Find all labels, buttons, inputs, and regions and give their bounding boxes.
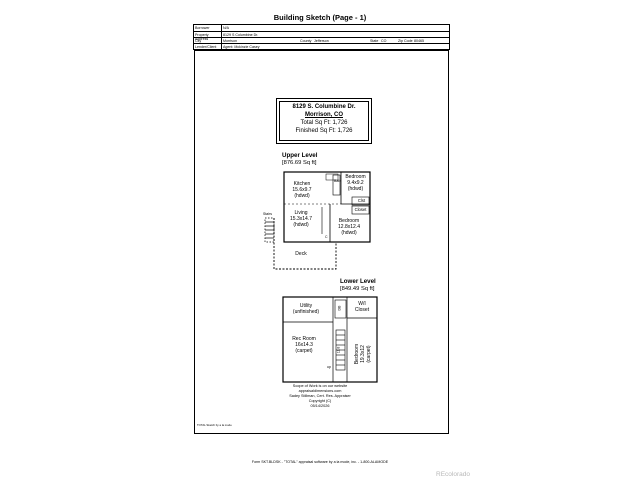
city-value: Morrison xyxy=(223,39,237,43)
county-value: Jefferson xyxy=(314,39,329,43)
lender-label: Lender/Client xyxy=(195,45,217,49)
zip-value: 80465 xyxy=(414,39,424,43)
recolorado-credit: REcolorado xyxy=(436,471,470,478)
address-label: Property Address xyxy=(195,33,209,41)
state-value: CO xyxy=(381,39,387,43)
scope-note: Scope of Work is on our website appraisa… xyxy=(289,384,351,408)
page-title: Building Sketch (Page - 1) xyxy=(273,13,367,22)
upper-level-title: Upper Level xyxy=(282,152,318,159)
state-label: State xyxy=(370,39,379,43)
lender-value: Agent: Mckinzie Casey xyxy=(223,45,260,49)
lower-level-walls xyxy=(282,296,378,383)
upper-stairs-label: Stairs xyxy=(263,212,272,216)
address-value: 8129 S Columbine Dr. xyxy=(223,33,259,37)
upper-level-walls xyxy=(283,171,371,243)
lower-level-area: [849.49 Sq ft] xyxy=(340,286,375,292)
city-label: City xyxy=(195,39,202,43)
lower-bath-label: DB xyxy=(337,305,342,311)
up-label: up xyxy=(327,365,331,369)
zip-label: Zip Code xyxy=(398,39,413,43)
sketch-note: TOTAL Sketch by a la mode xyxy=(197,423,232,427)
finished-sqft: Finished Sq Ft: 1,726 xyxy=(295,128,353,134)
address-row: Property Address 8129 S Columbine Dr. xyxy=(194,31,449,41)
closet-label: Closet xyxy=(354,207,367,212)
lender-row: Lender/Client Agent: Mckinzie Casey xyxy=(194,43,449,50)
utility-label: Utility(unfinished) xyxy=(292,303,320,315)
form-footer: Form SKT.BLDSK - "TOTAL" appraisal softw… xyxy=(251,460,389,464)
total-sqft: Total Sq Ft: 1,726 xyxy=(300,120,348,126)
lower-level-title: Lower Level xyxy=(340,278,376,285)
address-box: 8129 S. Columbine Dr. Morrison, CO Total… xyxy=(276,98,372,144)
borrower-label: Borrower xyxy=(195,26,210,30)
address-city: Morrison, CO xyxy=(304,112,343,118)
city-row: City Morrison County Jefferson State CO … xyxy=(194,37,449,44)
hall-dimension: 11.8 xyxy=(336,346,341,354)
deck-outline xyxy=(273,218,337,270)
header-table: Borrower N/A Property Address 8129 S Col… xyxy=(193,24,450,50)
deck-label: Deck xyxy=(295,251,307,257)
address-street: 8129 S. Columbine Dr. xyxy=(292,104,356,110)
upper-bath-label: Bath xyxy=(334,179,342,183)
clst-label: Clst xyxy=(357,198,366,203)
borrower-value: N/A xyxy=(223,26,229,30)
upper-level-area: [876.69 Sq ft] xyxy=(282,160,317,166)
sketch-frame xyxy=(194,50,449,434)
stairs-upper xyxy=(264,217,275,243)
county-label: County xyxy=(300,39,312,43)
borrower-row: Borrower N/A xyxy=(194,25,449,31)
stairs-lower xyxy=(335,329,346,371)
c-label: C xyxy=(325,235,328,239)
